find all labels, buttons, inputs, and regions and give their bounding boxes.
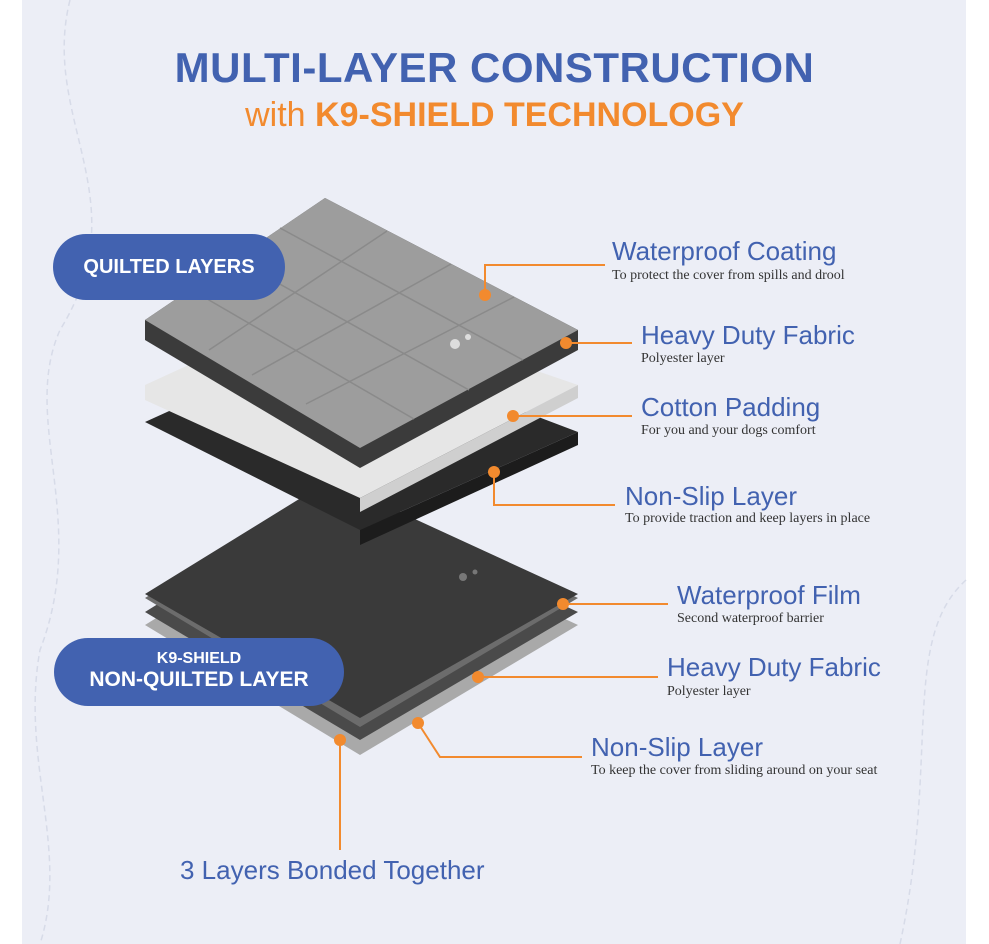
callout-desc: For you and your dogs comfort [641, 423, 816, 438]
callout-title: Cotton Padding [641, 392, 821, 422]
callout-title: Heavy Duty Fabric [641, 320, 855, 350]
callout-desc: Polyester layer [641, 351, 725, 366]
callout-title: Waterproof Coating [612, 236, 837, 266]
callout-lines [339, 264, 668, 850]
badge-bottom-text: NON-QUILTED LAYER [89, 668, 309, 691]
page-title: MULTI-LAYER CONSTRUCTION [174, 44, 815, 91]
callout-title: Non-Slip Layer [591, 732, 763, 762]
callout-dots [334, 289, 572, 746]
callout-desc: To keep the cover from sliding around on… [591, 763, 878, 778]
callout-desc: To protect the cover from spills and dro… [612, 268, 845, 283]
page-subtitle: with K9-SHIELD TECHNOLOGY [0, 96, 989, 135]
water-drop [459, 573, 467, 581]
callout-title: Non-Slip Layer [625, 481, 797, 511]
decorative-curve [899, 579, 967, 944]
callout-desc: Second waterproof barrier [677, 611, 824, 626]
nonslip-layer-edge [360, 432, 578, 545]
callout-desc: To provide traction and keep layers in p… [625, 511, 871, 526]
callout-desc: Polyester layer [667, 684, 751, 699]
badge-top-text: K9-SHIELD [156, 650, 242, 667]
water-drop [450, 339, 460, 349]
decorative-curve [34, 0, 93, 944]
non-quilted-layer-badge: K9-SHIELD NON-QUILTED LAYER [54, 638, 344, 706]
subtitle-main: K9-SHIELD TECHNOLOGY [315, 96, 744, 134]
subtitle-prefix: with [245, 96, 306, 134]
callout-title: Heavy Duty Fabric [667, 652, 881, 682]
bottom-film-top [145, 480, 578, 718]
bonded-label: 3 Layers Bonded Together [180, 855, 485, 885]
quilted-layers-badge: QUILTED LAYERS [53, 234, 285, 300]
callout-title: Waterproof Film [677, 580, 861, 610]
